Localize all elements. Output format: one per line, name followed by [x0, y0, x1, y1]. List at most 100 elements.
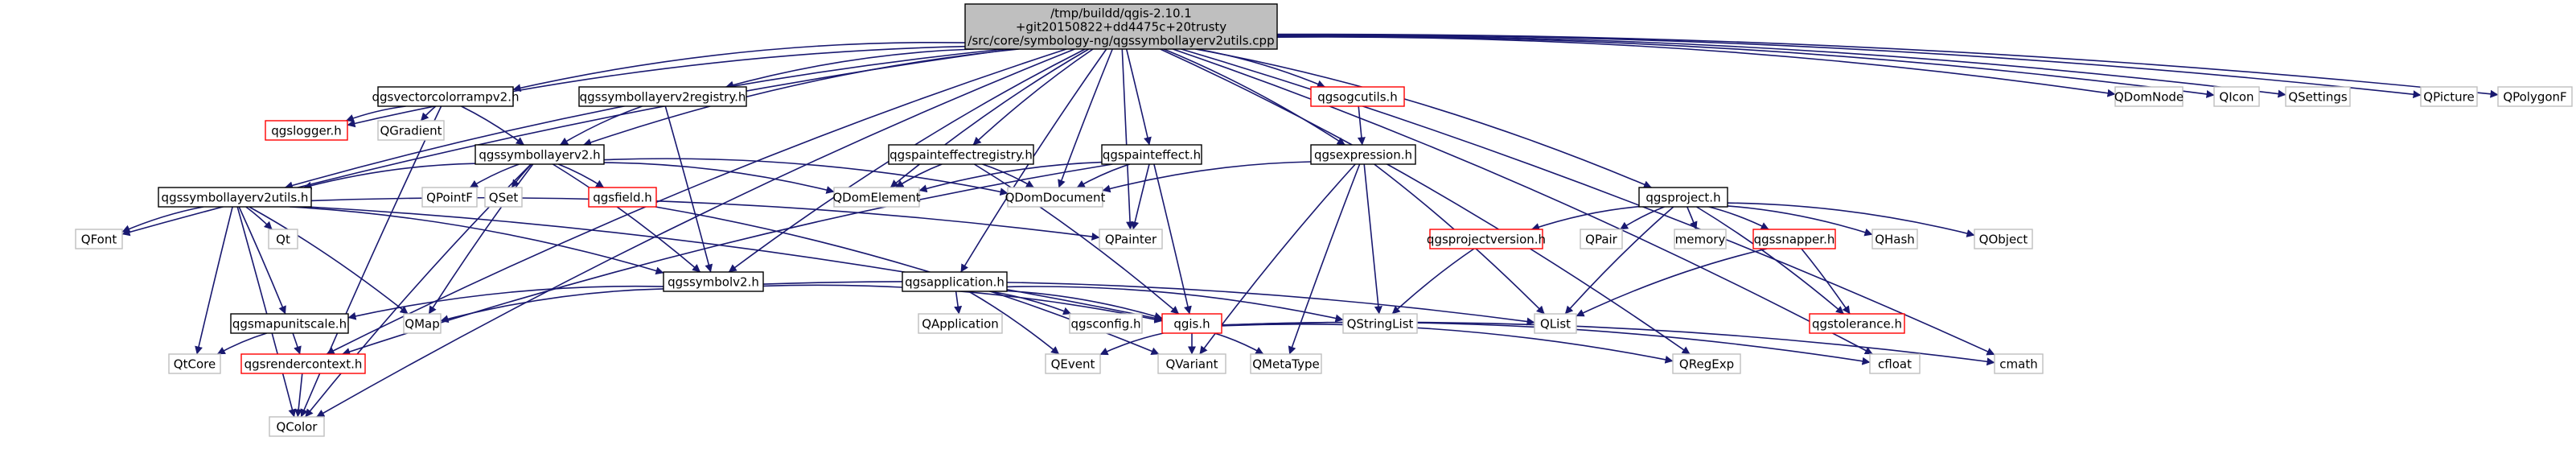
node-qlist: QList	[1534, 313, 1577, 334]
node-box	[1007, 187, 1103, 208]
node-snapper[interactable]: qgssnapper.h	[1752, 229, 1836, 249]
node-label: qgsvectorcolorrampv2.h	[372, 90, 520, 105]
edge-projver-to-qstringlist	[1391, 248, 1475, 315]
node-box	[240, 353, 366, 374]
node-box	[2497, 86, 2573, 107]
edge-rctx-to-qcolor	[294, 373, 303, 418]
node-qvariant: QVariant	[1157, 353, 1226, 374]
node-box	[918, 313, 1003, 334]
node-slreg[interactable]: qgssymbollayerv2registry.h	[578, 86, 747, 107]
node-label: qgstolerance.h	[1812, 317, 1902, 332]
node-app[interactable]: qgsapplication.h	[902, 271, 1008, 292]
edge-symbolv2-to-qmap	[440, 288, 664, 324]
node-box	[1250, 353, 1322, 374]
node-label: qgsconfig.h	[1070, 317, 1140, 332]
node-slv2utils[interactable]: qgssymbollayerv2utils.h	[158, 187, 312, 208]
edge-project-to-qpair	[1620, 206, 1665, 230]
node-box	[1580, 229, 1623, 249]
edge-root-to-cfloat	[1173, 48, 1873, 355]
edge-expr-to-qdomdocument	[1102, 161, 1312, 193]
edge-slv2utils-to-qt	[245, 206, 273, 230]
edge-slv2-to-qpointf	[469, 163, 520, 188]
node-qpointf: QPointF	[421, 187, 478, 208]
node-box	[377, 86, 514, 107]
node-qregexp: QRegExp	[1672, 353, 1741, 374]
node-peff[interactable]: qgspainteffect.h	[1101, 144, 1202, 165]
node-label: QFont	[81, 233, 117, 247]
node-qhash: QHash	[1871, 229, 1918, 249]
node-box	[158, 187, 312, 208]
edge-peff-to-rctx	[342, 163, 1113, 356]
node-qapplication: QApplication	[918, 313, 1003, 334]
edge-root-to-peffreg	[972, 48, 1094, 146]
node-label: qgsapplication.h	[905, 275, 1005, 290]
node-symbolv2[interactable]: qgssymbolv2.h	[663, 271, 764, 292]
node-qt: Qt	[268, 229, 298, 249]
node-qpolygonf: QPolygonF	[2497, 86, 2573, 107]
edge-root-to-qdomdocument	[1058, 48, 1113, 188]
node-box	[421, 187, 478, 208]
node-box	[1869, 353, 1921, 374]
node-project[interactable]: qgsproject.h	[1638, 187, 1728, 208]
edge-slv2utils-to-mapunit	[238, 206, 286, 315]
node-box	[265, 120, 348, 141]
edge-slreg-to-symbolv2	[664, 105, 713, 273]
node-label: qgssymbollayerv2registry.h	[580, 90, 746, 105]
edge-project-to-snapper	[1708, 206, 1769, 230]
edge-root-to-slreg	[725, 48, 974, 89]
node-label: qgssymbollayerv2.h	[479, 148, 600, 163]
node-peffreg[interactable]: qgspainteffectregistry.h	[888, 144, 1034, 165]
node-qtcore: QtCore	[168, 353, 221, 374]
node-box	[1871, 229, 1918, 249]
edge-project-to-memory	[1687, 206, 1698, 230]
node-field[interactable]: qgsfield.h	[588, 187, 657, 208]
node-box	[230, 313, 349, 334]
node-config: qgsconfig.h	[1069, 313, 1143, 334]
node-box	[2285, 86, 2351, 107]
edge-root-to-expr	[1163, 48, 1346, 146]
node-label: qgsmapunitscale.h	[232, 317, 347, 332]
edge-peff-to-qgis	[1153, 163, 1192, 315]
node-root[interactable]: /tmp/buildd/qgis-2.10.1+git20150822+dd44…	[964, 3, 1278, 50]
node-tolerance[interactable]: qgstolerance.h	[1809, 313, 1905, 334]
node-box	[2420, 86, 2478, 107]
node-slv2[interactable]: qgssymbollayerv2.h	[475, 144, 605, 165]
edge-root-to-project	[1195, 48, 1652, 188]
node-label: QPainter	[1105, 233, 1157, 247]
node-expr[interactable]: qgsexpression.h	[1310, 144, 1416, 165]
node-qgradient: QGradient	[377, 120, 445, 141]
node-logger[interactable]: qgslogger.h	[265, 120, 348, 141]
node-box	[1674, 229, 1727, 249]
edge-symbolv2-to-mapunit	[347, 285, 664, 320]
edge-qgis-to-qregexp	[1221, 324, 1674, 364]
edge-peffreg-to-qdomdocument	[982, 163, 1034, 188]
edge-slv2utils-to-qfont	[121, 206, 204, 233]
node-label: QObject	[1979, 233, 2028, 247]
node-label: QIcon	[2219, 90, 2253, 105]
edge-app-to-qapplication	[954, 291, 963, 315]
node-label: QDomElement	[832, 191, 920, 205]
node-ogcutils[interactable]: qgsogcutils.h	[1310, 86, 1405, 107]
node-vcr[interactable]: qgsvectorcolorrampv2.h	[372, 86, 520, 107]
edge-root-to-qsettings	[1276, 35, 2286, 98]
node-label: qgsrendercontext.h	[244, 357, 363, 372]
edge-root-to-qpolygonf	[1276, 33, 2499, 98]
node-projver[interactable]: qgsprojectversion.h	[1427, 229, 1546, 249]
edge-project-to-tolerance	[1696, 206, 1845, 315]
edge-qgis-to-qmetatype	[1214, 332, 1264, 355]
node-label: QSettings	[2288, 90, 2348, 105]
node-label: qgspainteffect.h	[1103, 148, 1201, 163]
node-qgis[interactable]: qgis.h	[1161, 313, 1222, 334]
edge-project-to-qhash	[1727, 205, 1873, 237]
node-label: QPair	[1585, 233, 1618, 247]
node-box	[663, 271, 764, 292]
edge-peff-to-qpainter	[1131, 163, 1150, 230]
edge-vcr-to-qgradient	[420, 105, 437, 122]
node-qdomnode: QDomNode	[2114, 86, 2184, 107]
node-label: qgsproject.h	[1645, 191, 1720, 205]
edge-slv2-to-qset	[511, 163, 532, 188]
node-rctx[interactable]: qgsrendercontext.h	[240, 353, 366, 374]
edge-slreg-to-slv2	[560, 105, 643, 146]
edge-root-to-slv2utils	[284, 48, 1005, 190]
node-mapunit[interactable]: qgsmapunitscale.h	[230, 313, 349, 334]
